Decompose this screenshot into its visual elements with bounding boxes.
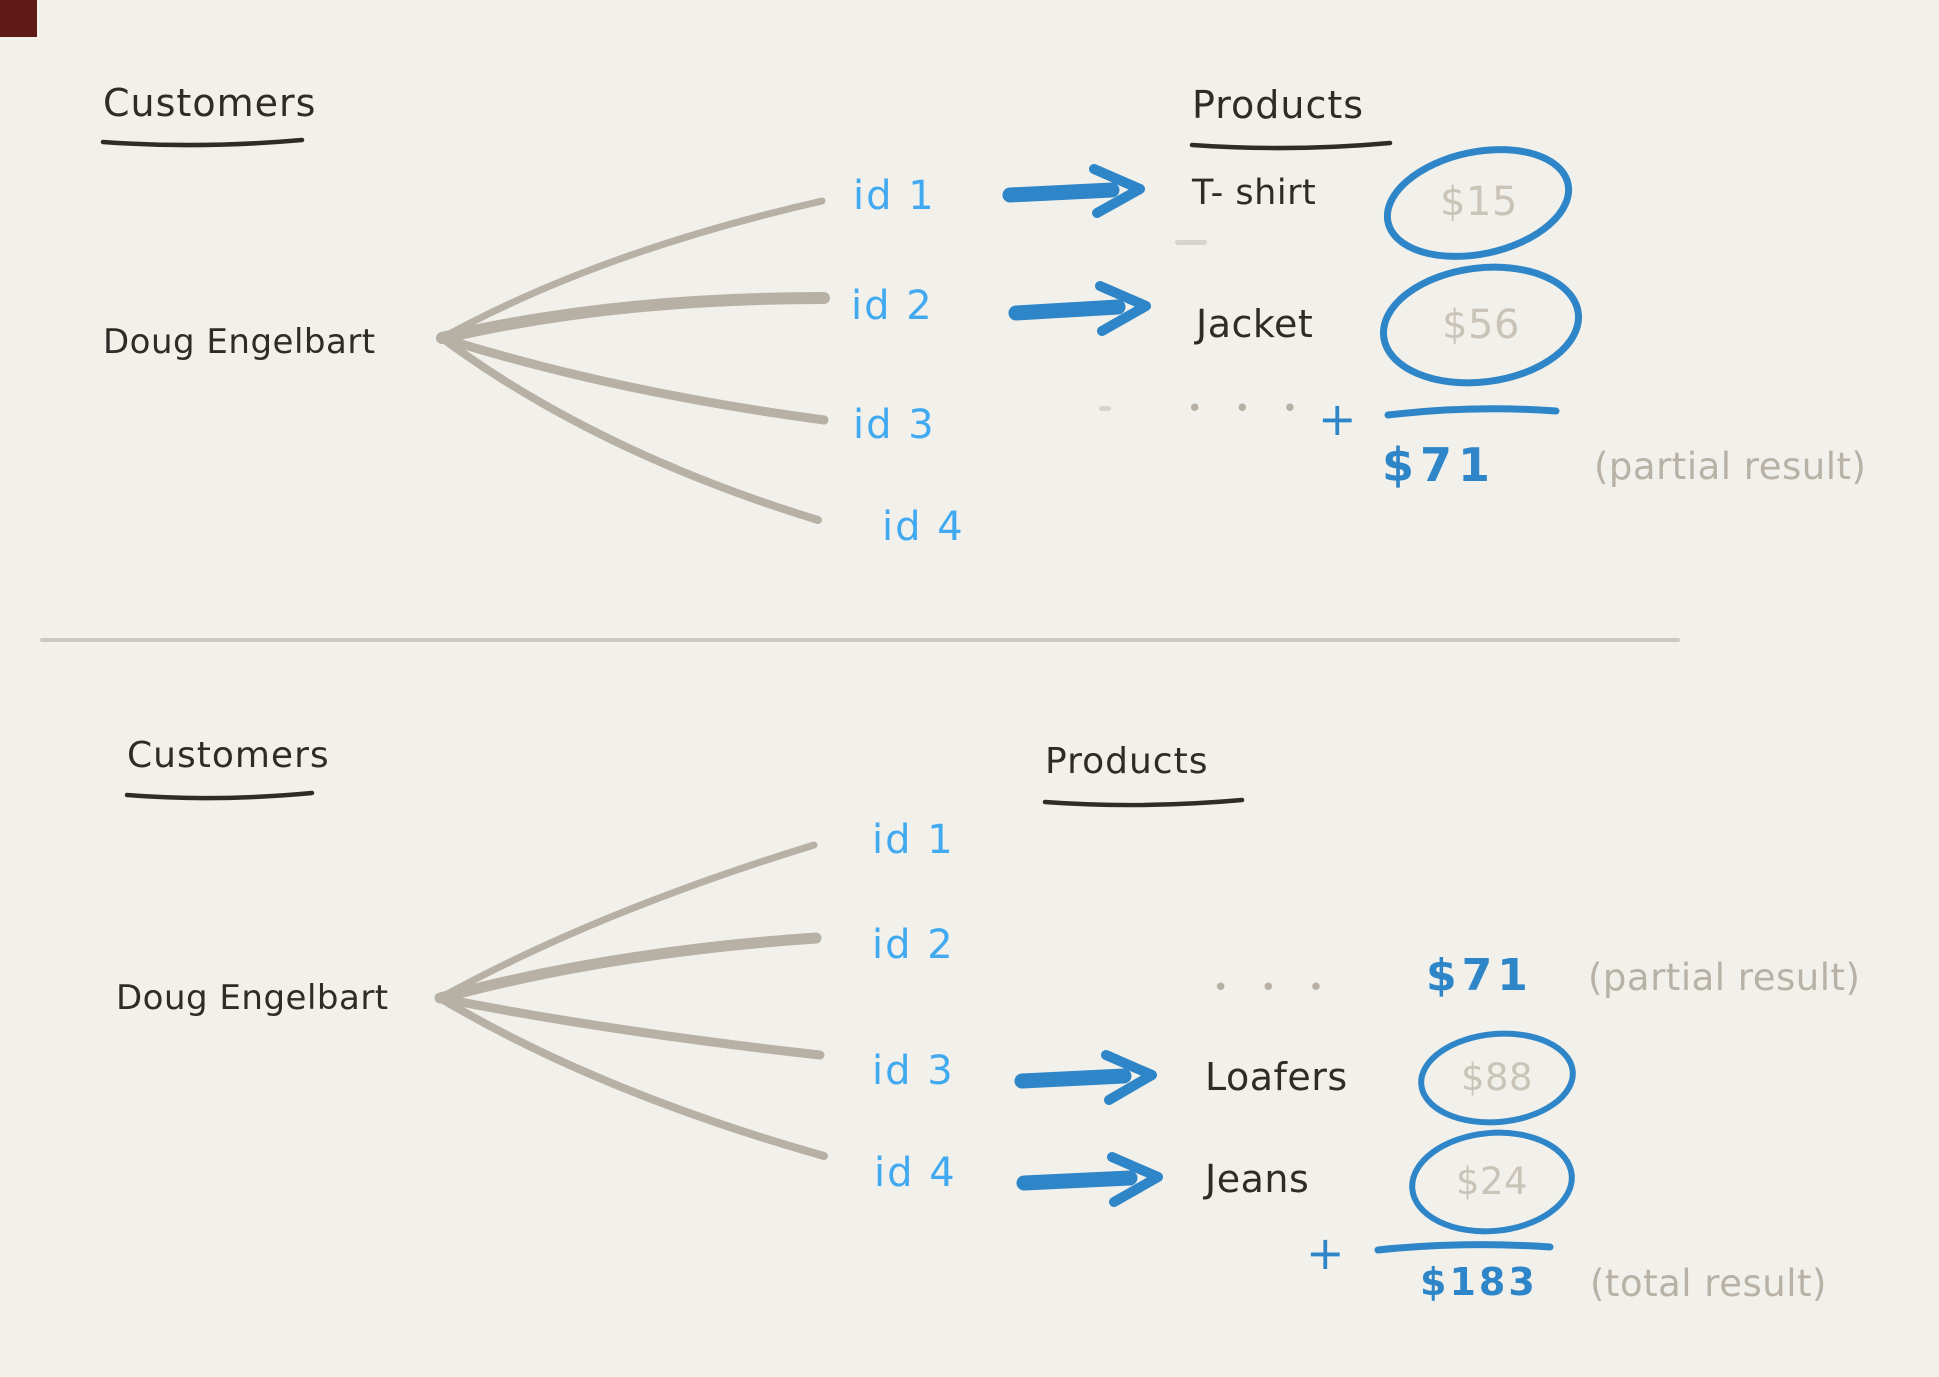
panel-divider	[40, 638, 1680, 642]
products-heading-top: Products	[1192, 83, 1365, 127]
id1-label-bottom: id 1	[872, 817, 955, 863]
total-result-label: (total result)	[1590, 1262, 1827, 1305]
customers-underline-top	[100, 137, 305, 148]
customer-name-bottom: Doug Engelbart	[116, 978, 389, 1018]
carried-sum-value: $71	[1426, 950, 1533, 1001]
price-15-value: $15	[1440, 179, 1518, 225]
product-tshirt-label: T- shirt	[1192, 173, 1317, 213]
fan-line-top-id3	[437, 333, 829, 425]
fan-line-bottom-id3	[435, 993, 825, 1060]
arrowhead-id3-loafers	[1101, 1050, 1157, 1105]
customers-underline-bottom	[124, 790, 315, 801]
plus-sign-bottom: +	[1306, 1226, 1346, 1280]
id1-label-top: id 1	[853, 173, 936, 219]
product-jacket-label: Jacket	[1196, 302, 1314, 346]
partial-result-label-top: (partial result)	[1594, 445, 1867, 488]
price-24-value: $24	[1455, 1160, 1529, 1203]
id3-label-top: id 3	[853, 402, 936, 448]
fan-line-top-id4	[438, 334, 822, 524]
price-88-value: $88	[1460, 1056, 1534, 1099]
corner-mark	[0, 0, 37, 37]
product-loafers-label: Loafers	[1205, 1055, 1348, 1099]
arrow-id2-jacket	[1008, 299, 1126, 321]
arrow-id3-loafers	[1014, 1068, 1132, 1089]
id3-label-bottom: id 3	[872, 1048, 955, 1094]
customers-heading-bottom: Customers	[127, 735, 330, 776]
smudge-mark	[1099, 406, 1111, 411]
total-sum-value: $183	[1420, 1260, 1538, 1304]
arrowhead-id1-tshirt	[1089, 164, 1145, 218]
products-underline-bottom	[1042, 797, 1245, 808]
products-heading-bottom: Products	[1045, 741, 1209, 782]
customer-name-top: Doug Engelbart	[103, 322, 376, 362]
fan-line-top-id2	[436, 292, 830, 344]
products-underline-top	[1189, 140, 1393, 151]
fan-line-bottom-id4	[436, 994, 828, 1160]
arrowhead-id2-jacket	[1095, 281, 1151, 336]
product-jeans-label: Jeans	[1205, 1157, 1310, 1201]
id4-label-top: id 4	[882, 504, 965, 550]
arrow-id4-jeans	[1016, 1170, 1138, 1191]
id2-label-bottom: id 2	[872, 922, 955, 968]
arrow-id1-tshirt	[1002, 182, 1120, 203]
ellipsis-dots-top: • • •	[1187, 394, 1310, 424]
partial-sum-value-top: $71	[1382, 438, 1497, 492]
sum-line-bottom	[1374, 1241, 1554, 1254]
id2-label-top: id 2	[851, 283, 934, 329]
fan-line-bottom-id2	[434, 932, 822, 1004]
arrowhead-id4-jeans	[1107, 1152, 1163, 1207]
fan-line-top-id1	[438, 197, 826, 342]
id4-label-bottom: id 4	[874, 1150, 957, 1196]
sum-line-top	[1384, 405, 1560, 419]
smudge-mark	[1175, 240, 1207, 245]
partial-result-label-bottom: (partial result)	[1588, 956, 1861, 999]
plus-sign-top: +	[1318, 392, 1358, 446]
customers-heading-top: Customers	[103, 81, 317, 125]
price-56-value: $56	[1442, 302, 1520, 348]
ellipsis-dots-bottom: • • •	[1213, 973, 1336, 1003]
fan-line-bottom-id1	[436, 841, 818, 1002]
